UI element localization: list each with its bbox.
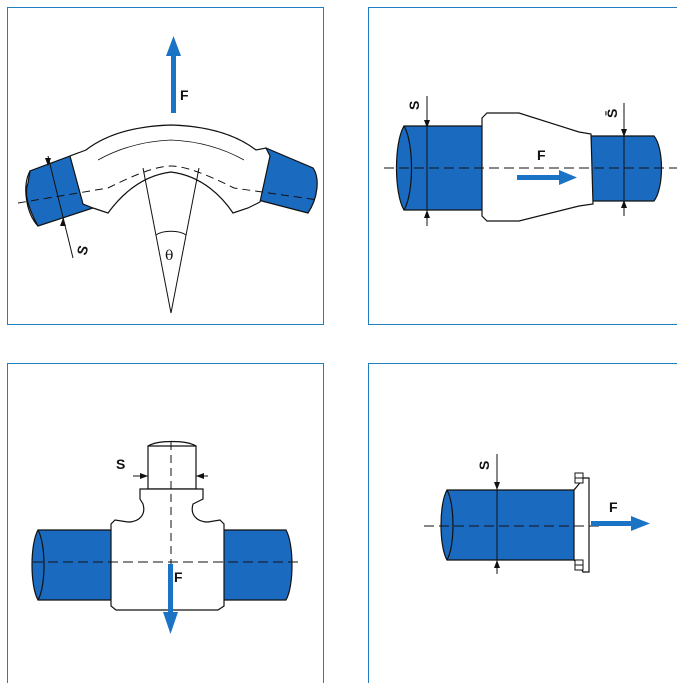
tee-wall-label: S	[116, 456, 125, 472]
bend-force-arrow	[166, 36, 181, 113]
end-cap-wall-label: S	[476, 461, 492, 470]
end-cap-diagram: S F	[424, 454, 650, 574]
bend-centerline	[17, 165, 319, 204]
reducer-large-wall-label: S	[406, 101, 422, 110]
tee-force-label: F	[174, 569, 183, 585]
tee-left-pipe	[31, 529, 117, 601]
bend-wall-label: S	[73, 244, 91, 257]
tee-fitting	[110, 488, 225, 611]
tee-branch-pipe	[147, 440, 197, 490]
large-pipe	[395, 125, 485, 211]
end-cap-force-arrow	[591, 516, 650, 531]
reducer-force-arrow	[517, 170, 577, 185]
reducer-right-wall-dimension	[621, 103, 627, 216]
reducer-panel: S S̄ F	[368, 7, 677, 325]
tee-diagram: S F	[31, 440, 303, 634]
end-cap-wall-dimension	[494, 454, 500, 574]
reducer-small-wall-label: S̄	[603, 109, 620, 118]
theta-label: θ	[165, 248, 173, 264]
end-cap-force-label: F	[609, 499, 618, 515]
bend-fitting	[69, 124, 271, 214]
flange	[573, 472, 590, 573]
bend-force-label: F	[180, 87, 189, 103]
end-cap-panel: S F	[368, 363, 677, 683]
end-cap-pipe	[440, 489, 578, 561]
reducer-left-wall-dimension	[424, 96, 430, 226]
tee-wall-dimension	[133, 473, 208, 479]
tee-force-arrow	[163, 564, 178, 634]
tee-right-pipe	[222, 529, 293, 601]
bend-wall-dimension	[45, 155, 74, 259]
reducer-force-label: F	[537, 147, 546, 163]
bend-angle-lines	[142, 167, 200, 314]
reducer-fitting	[481, 112, 594, 222]
right-pipe	[257, 147, 318, 214]
tee-panel: S F	[7, 363, 324, 683]
reducer-diagram: S S̄ F	[384, 96, 677, 226]
bend-panel: θ F S	[7, 7, 324, 325]
bend-diagram: θ F S	[17, 36, 319, 314]
